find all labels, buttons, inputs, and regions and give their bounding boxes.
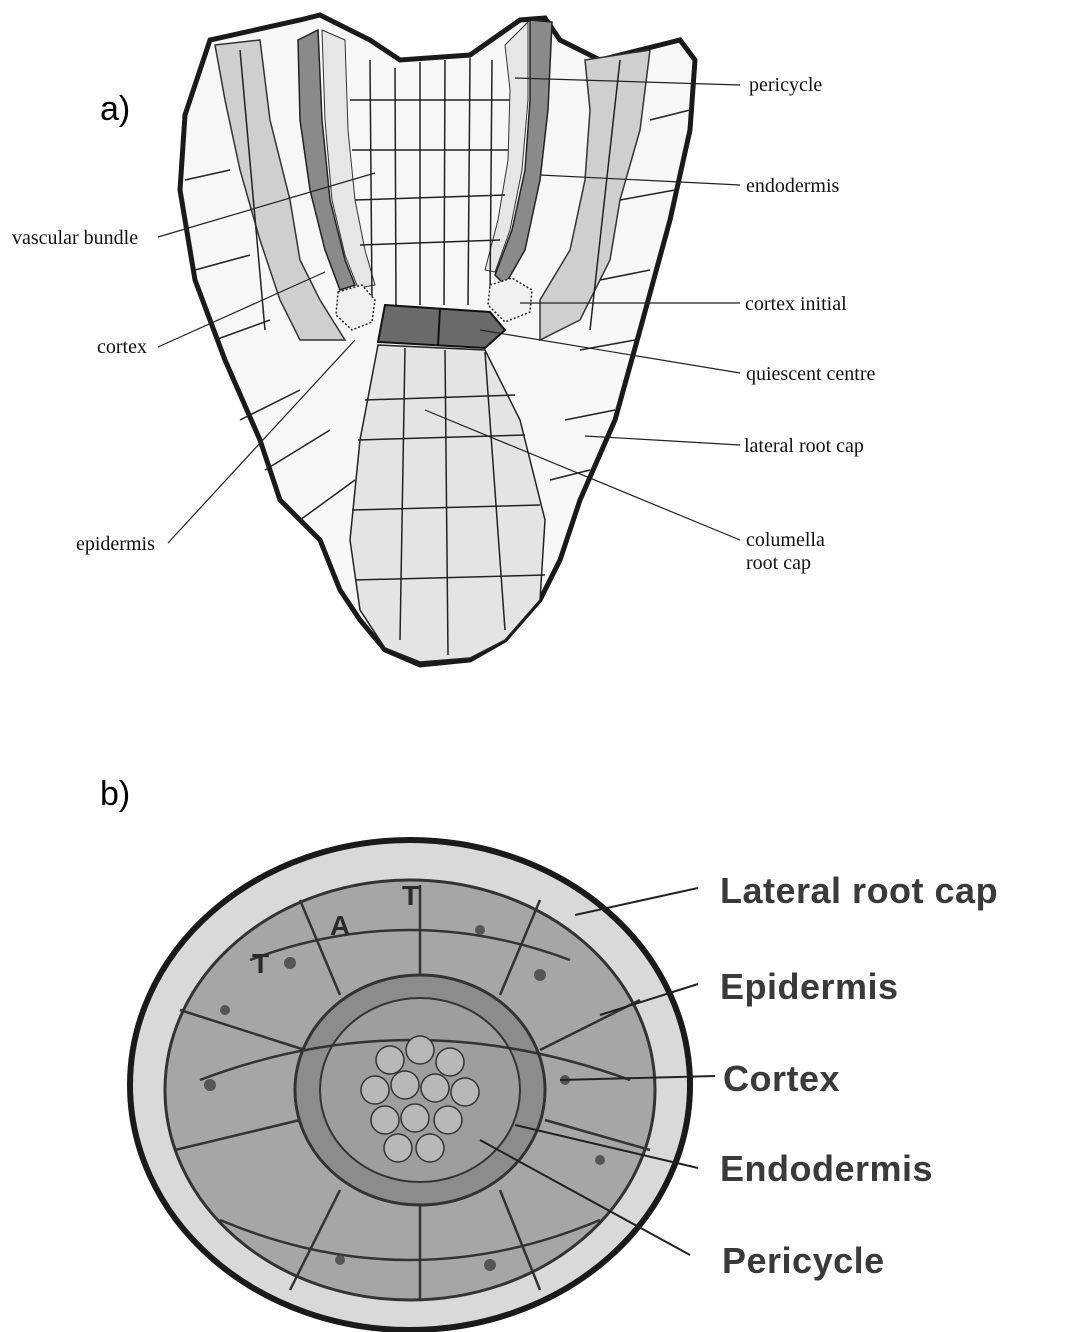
label-endodermis-b: Endodermis [720,1148,933,1190]
cell-letter-t1: T [252,948,269,980]
cell-letter-a: A [330,910,350,942]
cell-letter-t2: T [402,880,419,912]
label-epidermis-b: Epidermis [720,966,899,1008]
label-pericycle-b: Pericycle [722,1240,885,1282]
label-cortex-b: Cortex [723,1058,840,1100]
label-lateral-root-cap-b: Lateral root cap [720,870,998,912]
